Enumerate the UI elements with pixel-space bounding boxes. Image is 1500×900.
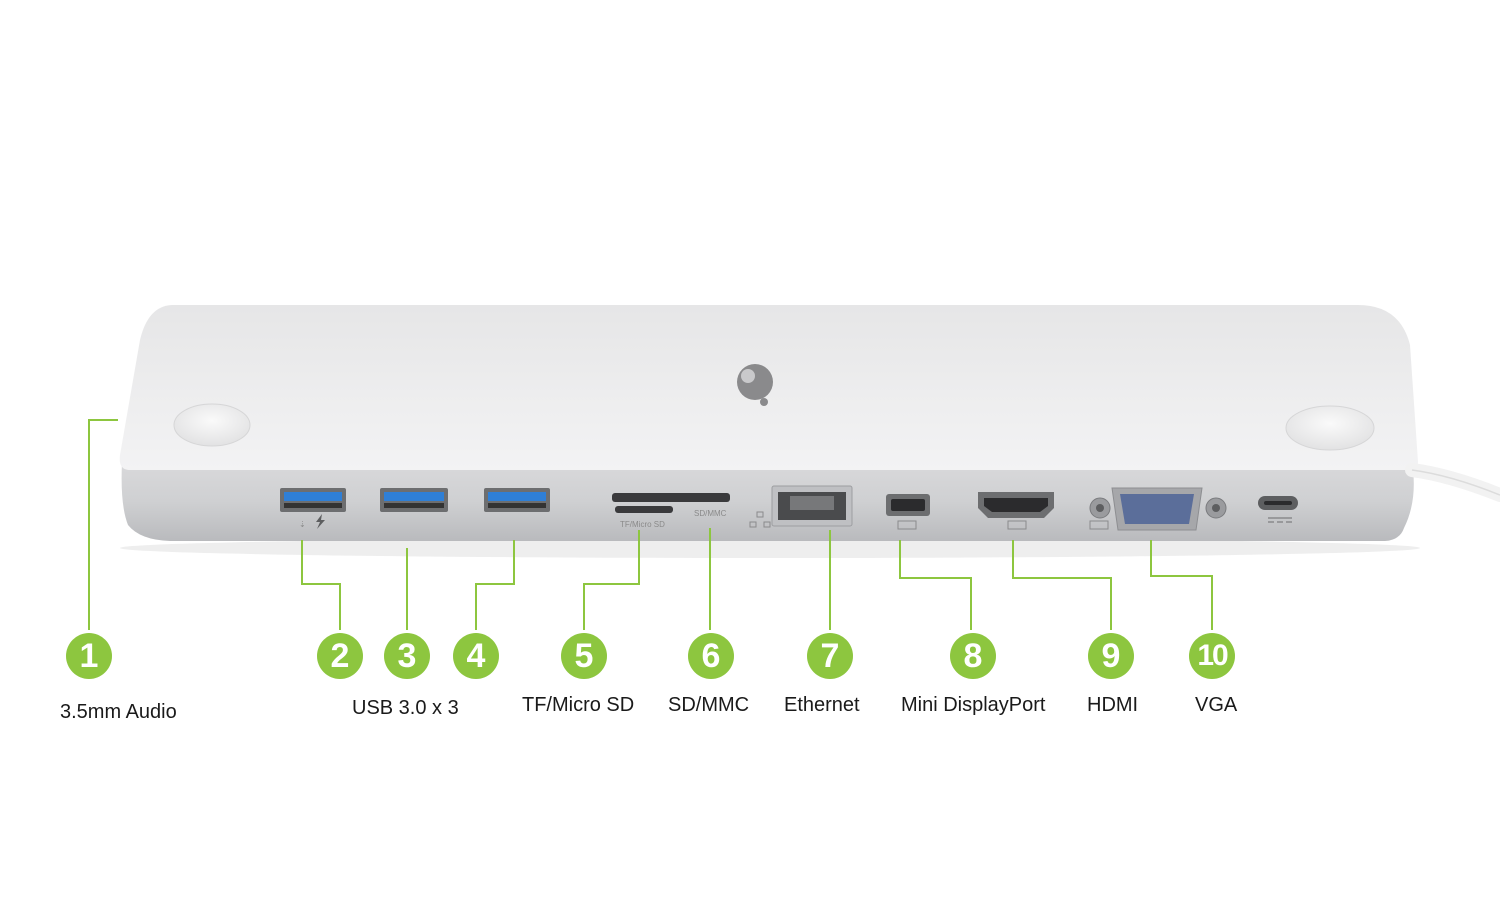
usb-c-cable [1405, 463, 1500, 502]
callout-number-5: 5 [561, 633, 607, 679]
callout-label-tf-micro-sd: TF/Micro SD [522, 694, 635, 716]
network-icon [749, 511, 771, 528]
callout-label-hdmi: HDMI [1087, 694, 1139, 716]
vga-port [1089, 487, 1227, 531]
brand-logo-icon [737, 364, 773, 406]
callout-label-audio: 3.5mm Audio [60, 701, 177, 723]
callout-label-ethernet: Ethernet [784, 694, 860, 716]
callout-label-sd-mmc: SD/MMC [668, 694, 750, 716]
callout-number-1: 1 [66, 633, 112, 679]
callout-label-mini-displayport: Mini DisplayPort [901, 694, 1046, 716]
tf-micro-sd-marking: TF/Micro SD [620, 520, 665, 529]
dock-foot-left [173, 403, 251, 447]
callout-number-9: 9 [1088, 633, 1134, 679]
callout-number-4: 4 [453, 633, 499, 679]
ethernet-port [771, 485, 853, 527]
hdmi-port [978, 492, 1054, 518]
callout-number-7: 7 [807, 633, 853, 679]
callout-number-10: 10 [1189, 633, 1235, 679]
dock-foot-right [1285, 405, 1375, 451]
usb-icon: ⇣ [299, 520, 306, 529]
mini-displayport-port [886, 494, 930, 516]
hdmi-display-icon [1007, 520, 1027, 530]
sd-mmc-slot [612, 493, 730, 502]
usb-port-1 [280, 488, 346, 512]
callout-number-3: 3 [384, 633, 430, 679]
charging-bolt-icon [316, 514, 325, 529]
callout-number-8: 8 [950, 633, 996, 679]
micro-sd-slot [615, 506, 673, 513]
callout-label-usb: USB 3.0 x 3 [352, 697, 459, 719]
vga-display-icon [1089, 520, 1109, 530]
usb-port-3 [484, 488, 550, 512]
sd-mmc-marking: SD/MMC [694, 509, 727, 518]
dc-power-icon [1268, 517, 1292, 523]
callout-number-6: 6 [688, 633, 734, 679]
callout-number-2: 2 [317, 633, 363, 679]
usb-port-2 [380, 488, 448, 512]
display-icon [897, 520, 917, 530]
svg-text:⇣: ⇣ [299, 520, 306, 529]
callout-label-vga: VGA [1195, 694, 1238, 716]
usb-c-power-port [1258, 496, 1298, 510]
